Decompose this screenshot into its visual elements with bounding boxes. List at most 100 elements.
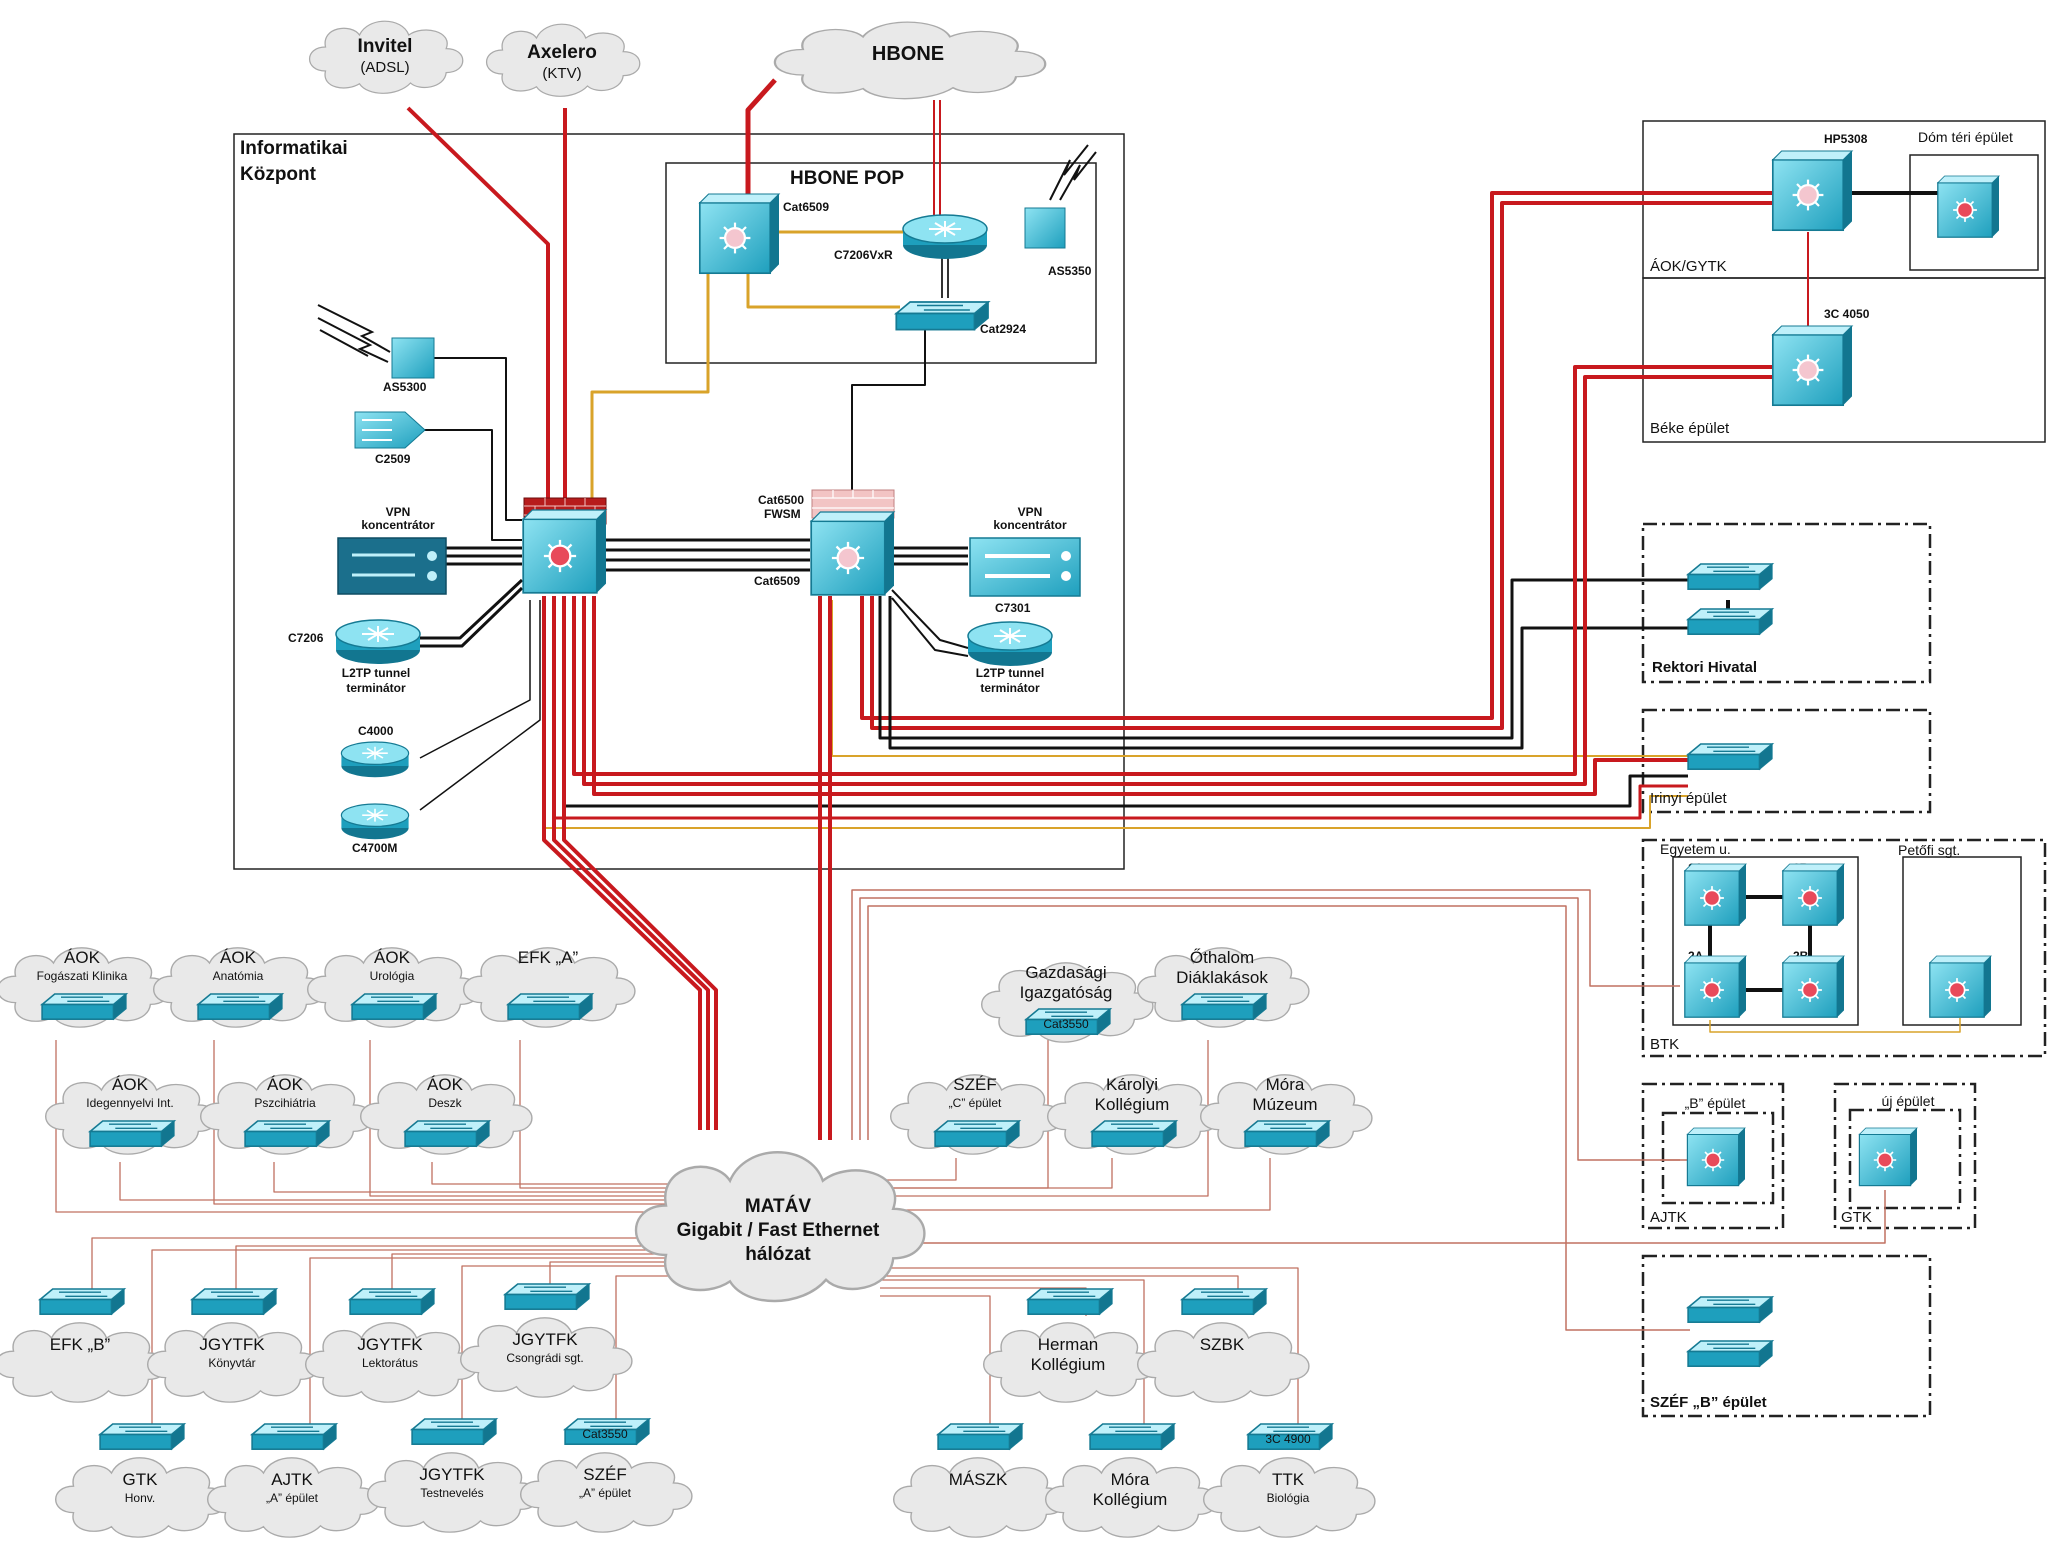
aok-gytk-label: ÁOK/GYTK — [1650, 258, 1727, 275]
site-subtitle: Honv. — [125, 1491, 155, 1505]
c7206-router — [335, 619, 421, 665]
site-title: JGYTFK — [419, 1465, 485, 1484]
hbone-pop-box — [665, 162, 1097, 364]
b-epulet-label: „B” épület — [1685, 1095, 1746, 1111]
c3c4050-switch — [1773, 326, 1852, 405]
site-title: SZBK — [1200, 1335, 1245, 1354]
site-switch-icon — [934, 1120, 1020, 1147]
site-switch-icon — [99, 1423, 185, 1450]
irinyi-switch — [1687, 743, 1773, 770]
as5350-access-server — [1024, 144, 1097, 249]
kozpont-title-2: Központ — [240, 164, 317, 185]
site-device-label: Cat3550 — [1043, 1017, 1089, 1031]
site-switch-icon — [1181, 993, 1267, 1020]
site-title: Gazdasági — [1025, 963, 1106, 982]
szef-b-box — [1641, 1254, 1932, 1418]
site-subtitle: Igazgatóság — [1020, 983, 1113, 1002]
site-title: TTK — [1272, 1470, 1305, 1489]
petofi-box — [1902, 856, 2022, 1026]
site-switch-icon — [89, 1120, 175, 1147]
beke-box — [1642, 277, 2046, 443]
site-title: ÁOK — [64, 948, 101, 967]
site-switch-icon — [39, 1288, 125, 1315]
cat2924-label: Cat2924 — [980, 322, 1026, 336]
l2tp-right-label-2: terminátor — [980, 681, 1040, 695]
site-title: Herman — [1038, 1335, 1098, 1354]
irinyi-label: Irinyi épület — [1650, 790, 1728, 807]
vpn-left-label-2: koncentrátor — [361, 518, 435, 532]
site-title: EFK „A” — [518, 948, 579, 967]
site-switch-icon — [1089, 1423, 1175, 1450]
cat6509-pop-label: Cat6509 — [783, 200, 829, 214]
cat6500-label-2: FWSM — [764, 507, 801, 521]
site-switch-icon — [1244, 1120, 1330, 1147]
site-switch-icon — [1091, 1120, 1177, 1147]
beke-label: Béke épület — [1650, 420, 1730, 437]
site-subtitle: Múzeum — [1252, 1095, 1317, 1114]
c7206vxr-router — [902, 214, 988, 260]
site-22: MÁSZK — [892, 1423, 1066, 1538]
l2tp-left-label-2: terminátor — [346, 681, 406, 695]
site-subtitle: Urológia — [370, 969, 415, 983]
rektori-label: Rektori Hivatal — [1652, 659, 1757, 676]
c7206vxr-label: C7206VxR — [834, 248, 893, 262]
ajtk-label: AJTK — [1650, 1209, 1687, 1226]
site-subtitle: Diáklakások — [1176, 968, 1268, 987]
as5300-label: AS5300 — [383, 380, 427, 394]
ajtk-switch — [1687, 1128, 1745, 1186]
site-switch-icon — [937, 1423, 1023, 1450]
c4700m-router — [340, 803, 410, 841]
site-subtitle: Pszcihiátria — [254, 1096, 316, 1110]
site-subtitle: Deszk — [428, 1096, 462, 1110]
site-switch-icon — [349, 1288, 435, 1315]
c2509-terminal-server — [354, 411, 426, 449]
site-device-label: Cat3550 — [582, 1427, 628, 1441]
site-switch-icon — [351, 993, 437, 1020]
btk-switch-1b — [1783, 864, 1844, 925]
rektori-box — [1641, 522, 1932, 684]
invitel-sub: (ADSL) — [360, 59, 409, 76]
matav-line-3: hálózat — [745, 1244, 811, 1265]
c2509-label: C2509 — [375, 452, 411, 466]
btk-box — [1641, 838, 2047, 1058]
petofi-switch — [1930, 956, 1991, 1017]
dom-label: Dóm téri épület — [1918, 129, 2013, 145]
site-title: ÁOK — [427, 1075, 464, 1094]
egyetem-box — [1672, 856, 1859, 1026]
site-title: ÁOK — [267, 1075, 304, 1094]
site-switch-icon — [411, 1418, 497, 1445]
c3c4050-label: 3C 4050 — [1824, 307, 1870, 321]
axelero-sub: (KTV) — [542, 65, 581, 82]
site-subtitle: Csongrádi sgt. — [506, 1351, 583, 1365]
ajtk-inner-box — [1661, 1111, 1775, 1205]
matav-line-1: MATÁV — [745, 1195, 811, 1217]
c7206-label: C7206 — [288, 631, 324, 645]
site-title: SZÉF — [583, 1465, 626, 1484]
site-subtitle: „C” épület — [949, 1096, 1002, 1110]
ajtk-box — [1641, 1082, 1785, 1230]
site-title: MÁSZK — [949, 1470, 1008, 1489]
site-title: GTK — [123, 1470, 159, 1489]
invitel-cloud: Invitel (ADSL) — [308, 20, 464, 94]
btk-switch-1a — [1685, 864, 1746, 925]
site-19: AJTK„A” épület — [206, 1423, 380, 1538]
site-title: ÁOK — [220, 948, 257, 967]
site-title: JGYTFK — [199, 1335, 265, 1354]
egyetem-label: Egyetem u. — [1660, 841, 1731, 857]
btk-switch-2a — [1685, 956, 1746, 1017]
site-3: EFK „A” — [462, 947, 636, 1028]
site-title: AJTK — [271, 1470, 313, 1489]
c4700m-label: C4700M — [352, 841, 397, 855]
site-switch-icon — [251, 1423, 337, 1450]
l2tp-router-right — [967, 621, 1053, 667]
site-subtitle: Idegennyelvi Int. — [86, 1096, 173, 1110]
site-switch-icon — [1027, 1288, 1113, 1315]
hp5308-switch — [1773, 151, 1852, 230]
